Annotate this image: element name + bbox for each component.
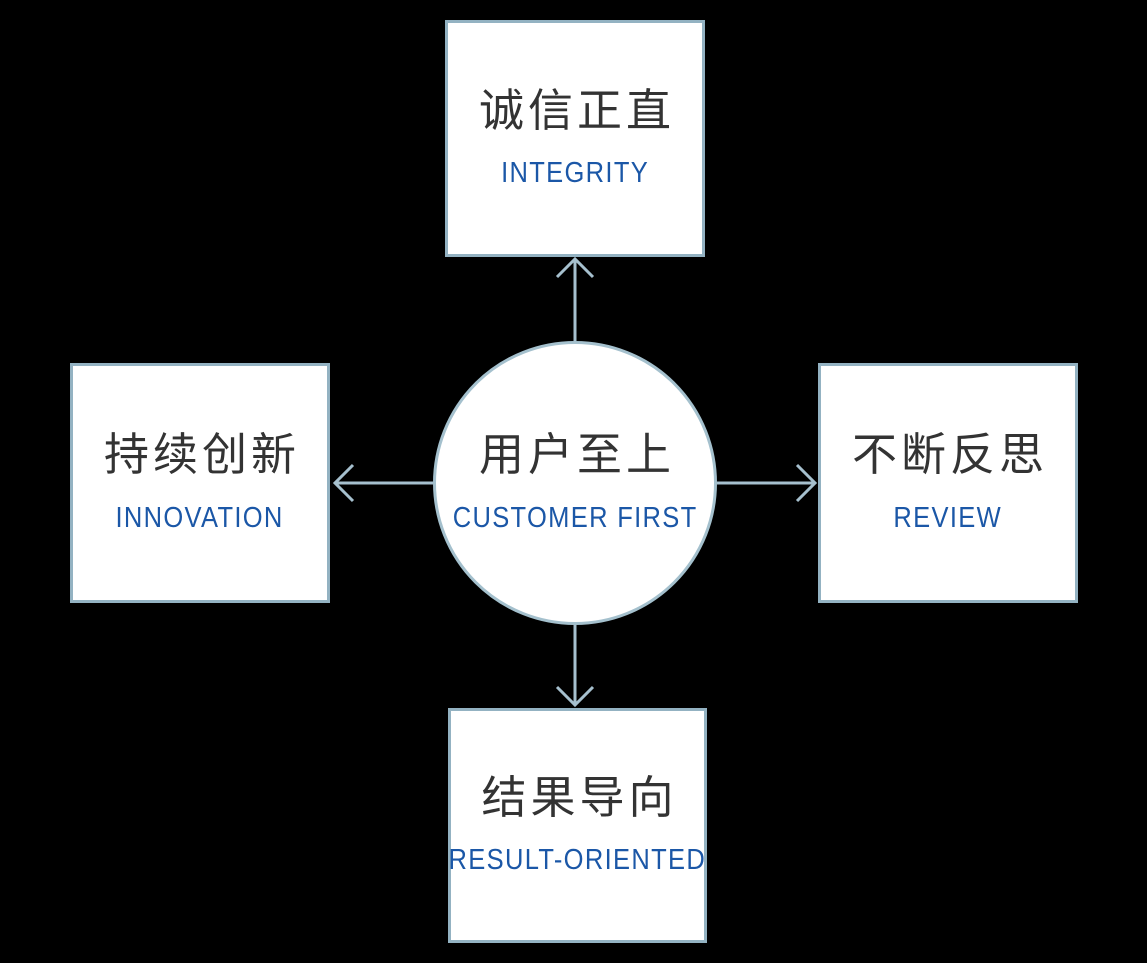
node-zh-label: 持续创新	[103, 430, 300, 481]
node-zh-label: 不断反思	[851, 430, 1048, 481]
node-customer-first: 用户至上 CUSTOMER FIRST	[433, 341, 717, 625]
node-result-oriented: 结果导向 RESULT-ORIENTED	[448, 708, 707, 943]
node-integrity: 诚信正直 INTEGRITY	[445, 20, 705, 257]
node-en-label: INNOVATION	[115, 501, 285, 534]
node-zh-label: 结果导向	[481, 772, 678, 823]
arrow-down-connector	[555, 625, 595, 708]
node-innovation: 持续创新 INNOVATION	[70, 363, 330, 603]
arrow-left-connector	[332, 463, 433, 503]
node-zh-label: 用户至上	[478, 430, 675, 481]
arrow-up-connector	[555, 256, 595, 341]
node-review: 不断反思 REVIEW	[818, 363, 1078, 603]
node-zh-label: 诚信正直	[478, 85, 675, 136]
node-en-label: REVIEW	[893, 501, 1003, 534]
node-en-label: RESULT-ORIENTED	[448, 844, 707, 877]
node-en-label: INTEGRITY	[500, 157, 649, 190]
arrow-right-connector	[717, 463, 818, 503]
node-en-label: CUSTOMER FIRST	[452, 501, 698, 534]
